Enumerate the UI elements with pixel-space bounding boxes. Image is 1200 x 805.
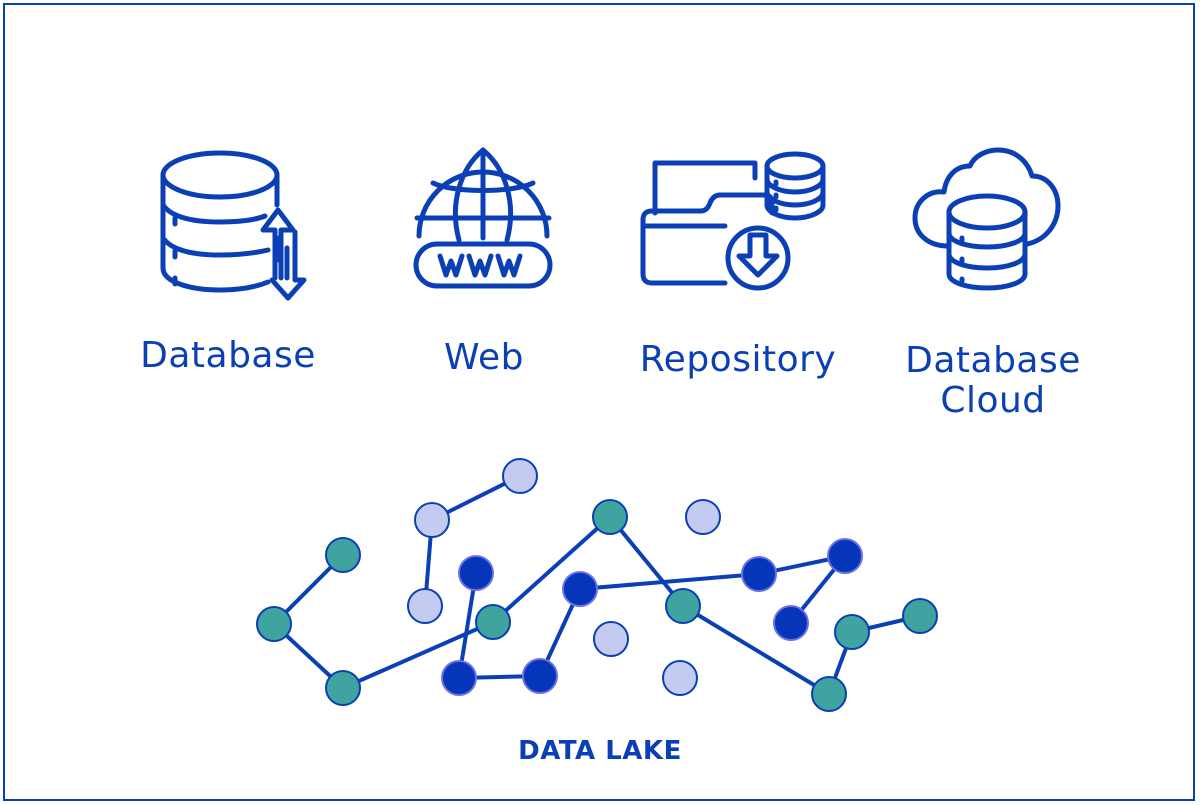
network-edge xyxy=(608,515,685,608)
network-node-teal xyxy=(325,537,361,573)
source-label-database-cloud-line1: Database xyxy=(905,340,1081,381)
network-node-light xyxy=(593,621,629,657)
network-node-dark xyxy=(458,555,494,591)
network-node-light xyxy=(685,499,721,535)
network-node-teal xyxy=(592,499,628,535)
network-node-dark xyxy=(773,605,809,641)
network-node-light xyxy=(662,660,698,696)
network-node-dark xyxy=(827,538,863,574)
network-node-teal xyxy=(665,588,701,624)
network-node-light xyxy=(407,588,443,624)
network-node-dark xyxy=(522,658,558,694)
network-node-teal xyxy=(475,604,511,640)
source-label-database: Database xyxy=(140,335,316,376)
network-node-light xyxy=(502,458,538,494)
network-node-dark xyxy=(441,660,477,696)
network-edge xyxy=(681,604,831,696)
network-node-teal xyxy=(256,606,292,642)
data-lake-title: DATA LAKE xyxy=(518,736,682,766)
network-node-teal xyxy=(834,614,870,650)
network-node-teal xyxy=(902,598,938,634)
source-label-web: Web xyxy=(444,337,524,378)
source-label-database-cloud: Database Cloud xyxy=(893,341,1093,421)
source-label-database-cloud-line2: Cloud xyxy=(940,380,1046,421)
network-node-dark xyxy=(741,556,777,592)
diagram-frame xyxy=(3,3,1195,801)
network-node-dark xyxy=(562,571,598,607)
network-edge xyxy=(579,572,760,591)
cloud-database-icon xyxy=(912,147,1062,293)
globe-www-icon xyxy=(413,147,553,293)
network-node-teal xyxy=(325,670,361,706)
network-edge xyxy=(491,515,612,624)
database-sync-icon xyxy=(160,150,310,301)
network-node-light xyxy=(414,502,450,538)
folder-database-download-icon xyxy=(640,148,830,293)
network-node-teal xyxy=(811,676,847,712)
source-label-repository: Repository xyxy=(639,339,837,380)
